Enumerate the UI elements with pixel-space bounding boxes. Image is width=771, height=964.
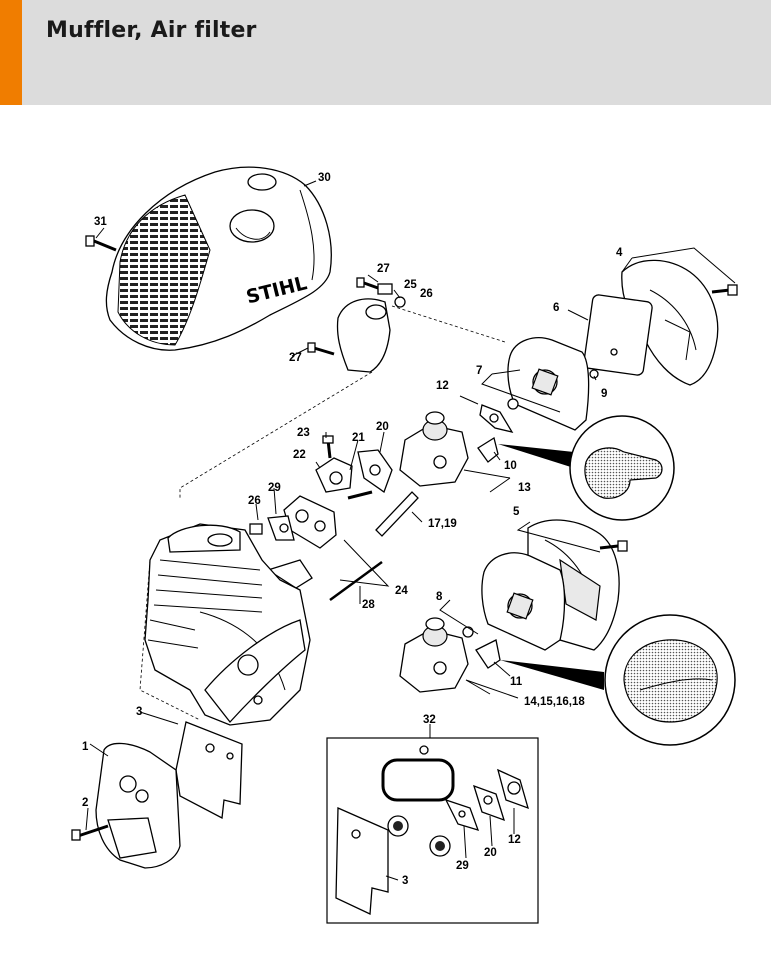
label-6: 6 [553, 302, 559, 314]
label-27-top: 27 [377, 263, 390, 275]
muffler [71, 742, 181, 869]
page-title: Muffler, Air filter [46, 18, 257, 43]
bracket-part [307, 277, 406, 373]
label-26-top: 26 [420, 288, 433, 300]
header-accent-stripe [0, 0, 22, 105]
label-26-mid: 26 [248, 495, 261, 507]
label-3-left: 3 [136, 706, 142, 718]
label-21: 21 [352, 432, 365, 444]
label-7: 7 [476, 365, 482, 377]
muffler-plate [175, 721, 243, 820]
label-29-mid: 29 [268, 482, 281, 494]
carburetor-lower [399, 617, 501, 693]
label-13: 13 [518, 482, 531, 494]
label-12-kit: 12 [508, 834, 521, 846]
label-25: 25 [404, 279, 417, 291]
label-30: 30 [318, 172, 331, 184]
air-filter-cover-upper [583, 259, 738, 386]
label-1: 1 [82, 741, 89, 753]
leader-lines [85, 180, 736, 881]
label-8: 8 [436, 591, 443, 603]
screw-31 [85, 235, 117, 252]
label-9: 9 [601, 388, 607, 400]
shroud-part: STIHL [105, 166, 332, 351]
label-17-19: 17,19 [428, 518, 457, 530]
label-22: 22 [293, 449, 306, 461]
label-10: 10 [504, 460, 517, 472]
kit-box-32 [326, 737, 539, 924]
air-filter-base-lower [462, 552, 566, 651]
label-24: 24 [395, 585, 408, 597]
label-31: 31 [94, 216, 107, 228]
label-29-kit: 29 [456, 860, 469, 872]
engine-block [144, 523, 311, 726]
detail-circle-lower [500, 614, 736, 746]
label-28: 28 [362, 599, 375, 611]
label-27-bottom: 27 [289, 352, 302, 364]
impulse-hose [375, 491, 419, 537]
header-bar [0, 0, 771, 105]
label-4: 4 [616, 247, 623, 259]
label-11: 11 [510, 676, 523, 688]
label-2: 2 [82, 797, 88, 809]
guide-lines [139, 305, 506, 721]
label-32: 32 [423, 714, 436, 726]
intake-parts [249, 435, 383, 602]
label-3-kit: 3 [402, 875, 408, 887]
label-5: 5 [513, 506, 520, 518]
label-23: 23 [297, 427, 310, 439]
air-filter-base-upper [507, 337, 599, 431]
carburetor-upper [399, 411, 499, 487]
detail-circle-upper [498, 415, 675, 521]
label-12-top: 12 [436, 380, 449, 392]
label-20-kit: 20 [484, 847, 497, 859]
label-14-18: 14,15,16,18 [524, 696, 585, 708]
label-20-top: 20 [376, 421, 389, 433]
part-labels: 30 31 4 27 25 26 6 27 7 9 12 23 21 20 22… [82, 172, 623, 887]
